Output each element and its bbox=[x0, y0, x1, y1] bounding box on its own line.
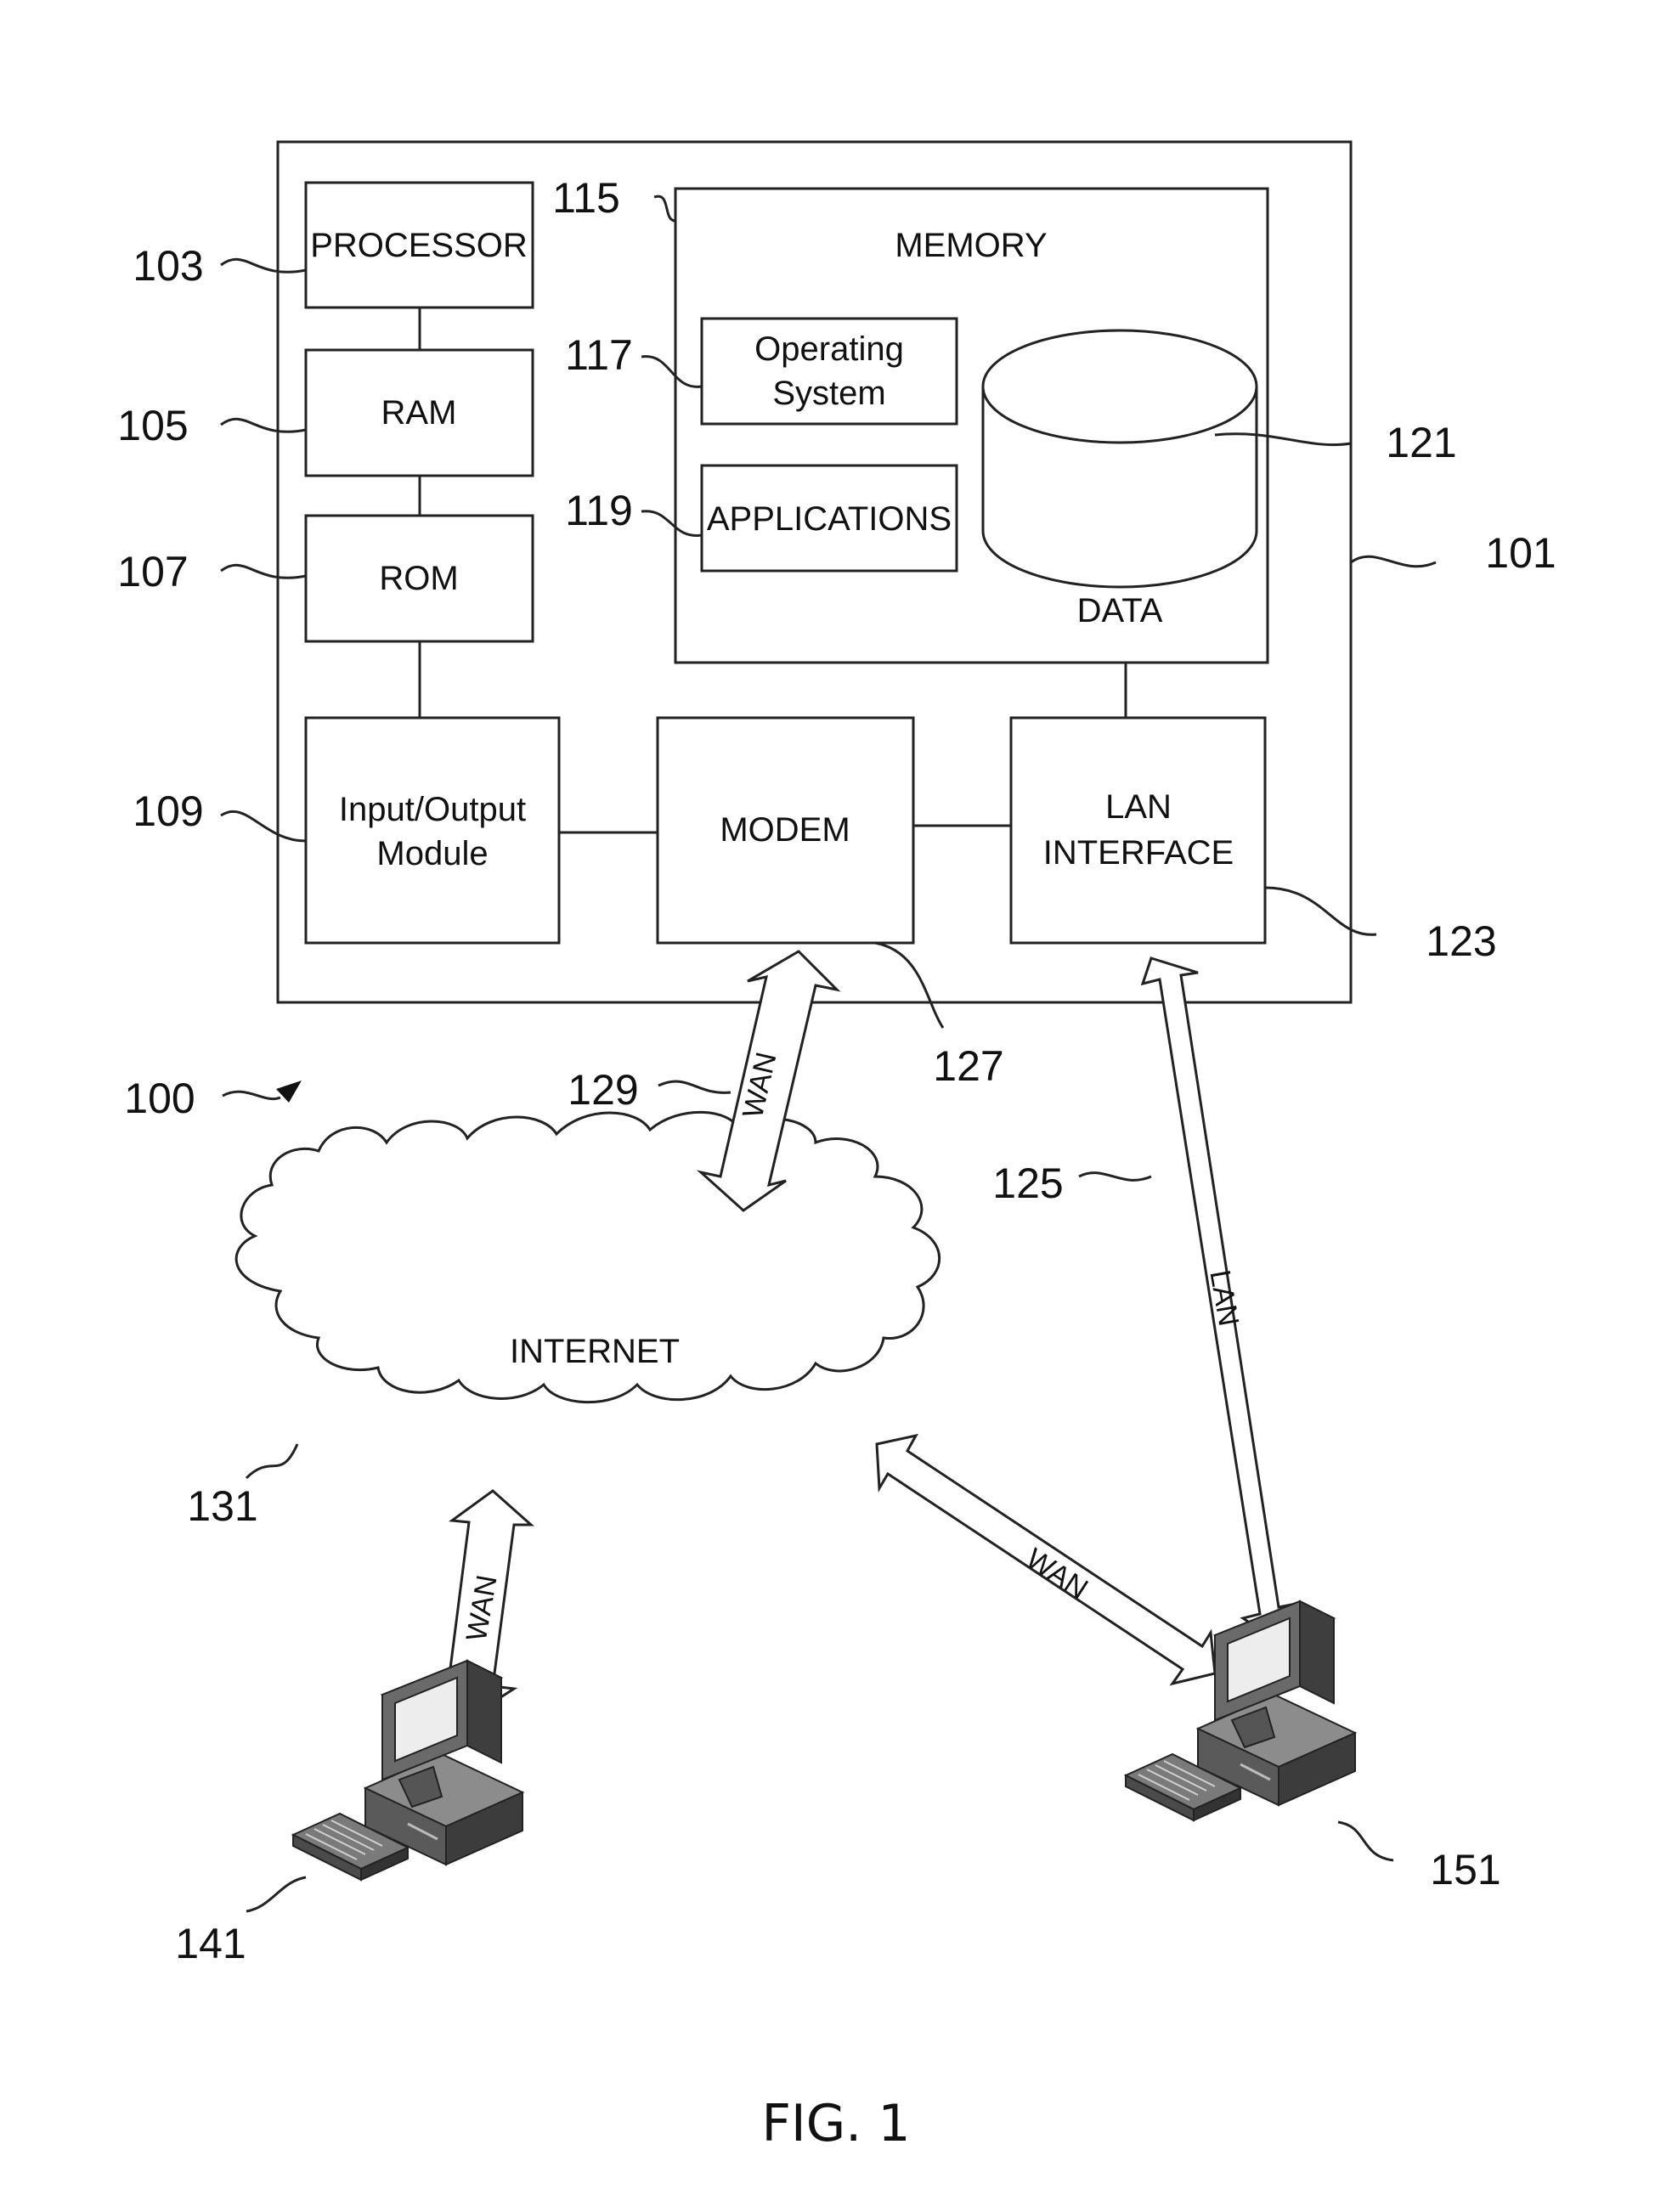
rom-label: ROM bbox=[379, 560, 458, 597]
ref-131: 131 bbox=[187, 1482, 257, 1530]
os-box: Operating System bbox=[702, 319, 957, 424]
ref-151: 151 bbox=[1430, 1846, 1500, 1893]
ram-label: RAM bbox=[381, 394, 457, 432]
lan-interface-box: LAN INTERFACE bbox=[1011, 718, 1265, 943]
desktop-computer-icon bbox=[293, 1661, 522, 1880]
lan-interface-label-line1: LAN bbox=[1105, 788, 1172, 826]
lan-interface-label-line2: INTERFACE bbox=[1043, 834, 1234, 872]
ref-115: 115 bbox=[552, 174, 620, 222]
ref-127: 127 bbox=[933, 1042, 1003, 1090]
ref-101: 101 bbox=[1485, 529, 1556, 577]
ref-129: 129 bbox=[568, 1066, 638, 1114]
os-label-line1: Operating bbox=[754, 330, 904, 368]
lan-label: LAN bbox=[1203, 1267, 1245, 1329]
modem-box: MODEM bbox=[658, 718, 913, 943]
ref-100: 100 bbox=[124, 1075, 195, 1122]
io-label-line2: Module bbox=[376, 835, 488, 872]
io-label-line1: Input/Output bbox=[339, 791, 526, 828]
ref-121: 121 bbox=[1386, 419, 1456, 466]
processor-box: PROCESSOR bbox=[306, 183, 533, 308]
ref-107: 107 bbox=[117, 548, 188, 595]
ref-117: 117 bbox=[565, 331, 633, 379]
ref-105: 105 bbox=[117, 402, 188, 449]
data-label: DATA bbox=[1077, 592, 1163, 629]
rom-box: ROM bbox=[306, 516, 533, 641]
ref-125: 125 bbox=[992, 1160, 1063, 1207]
io-module-box: Input/Output Module bbox=[306, 718, 559, 943]
ref-141: 141 bbox=[175, 1920, 246, 1967]
processor-label: PROCESSOR bbox=[310, 227, 528, 264]
ref-103: 103 bbox=[133, 242, 203, 290]
memory-label: MEMORY bbox=[895, 227, 1047, 264]
applications-label: APPLICATIONS bbox=[707, 500, 952, 538]
figure-caption: FIG. 1 bbox=[761, 2094, 910, 2153]
ref-109: 109 bbox=[133, 787, 203, 835]
lan-arrow: LAN bbox=[1143, 958, 1296, 1644]
ref-119: 119 bbox=[565, 487, 633, 534]
system-ref-arrowhead bbox=[276, 1081, 302, 1103]
ref-123: 123 bbox=[1426, 917, 1496, 965]
wan-arrow-internet-151: WAN bbox=[877, 1436, 1215, 1684]
applications-box: APPLICATIONS bbox=[702, 466, 957, 571]
os-label-line2: System bbox=[772, 375, 885, 412]
internet-label: INTERNET bbox=[510, 1333, 680, 1370]
modem-label: MODEM bbox=[720, 811, 850, 849]
memory-box: MEMORY Operating System APPLICATIONS DAT… bbox=[675, 189, 1268, 663]
ram-box: RAM bbox=[306, 350, 533, 476]
internet-cloud: INTERNET bbox=[236, 1112, 940, 1402]
